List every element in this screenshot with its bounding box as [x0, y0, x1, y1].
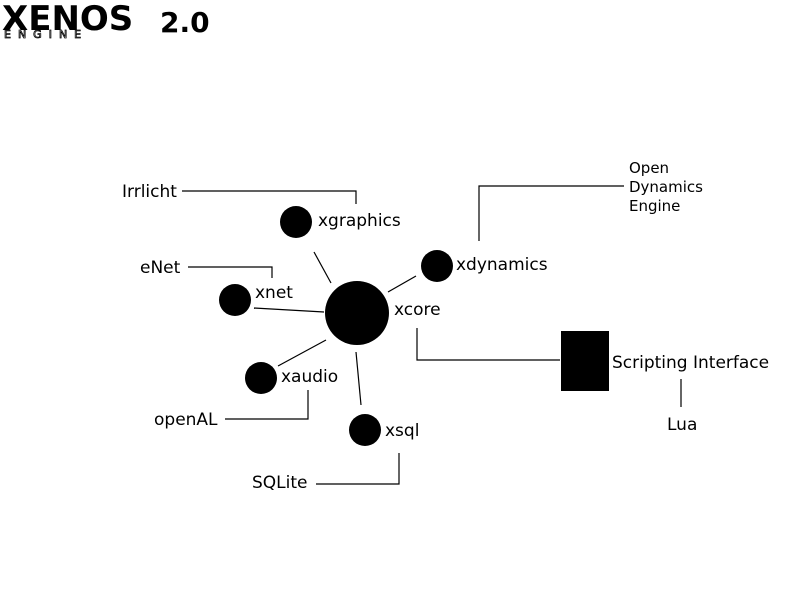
edge-core-xsql	[355, 351, 362, 406]
edge-core-xdynamics	[387, 275, 417, 293]
core-label: xcore	[394, 300, 441, 320]
edge-xnet-enet	[188, 266, 273, 278]
ode-label-line-1: Open	[629, 159, 669, 177]
logo-name: XENOS	[2, 0, 133, 39]
irrlicht-label: Irrlicht	[122, 182, 177, 202]
edge-xaudio-openal	[225, 390, 309, 420]
xdynamics-node	[421, 250, 453, 282]
ode-label-line-2: Dynamics	[629, 178, 703, 196]
scripting-label: Scripting Interface	[612, 353, 769, 373]
xgraphics-label: xgraphics	[318, 211, 401, 231]
xaudio-label: xaudio	[281, 367, 338, 387]
edge-core-xnet	[253, 307, 325, 313]
edge-xdynamics-ode	[478, 185, 624, 241]
sqlite-label: SQLite	[252, 473, 308, 493]
lua-label: Lua	[667, 415, 697, 435]
logo-version: 2.0	[160, 6, 210, 39]
enet-label: eNet	[140, 258, 181, 278]
edge-xgraphics-irrlicht	[182, 190, 357, 204]
edge-core-scripting	[416, 328, 560, 361]
xdynamics-label: xdynamics	[456, 255, 548, 275]
scripting-node	[561, 331, 609, 391]
edge-core-xgraphics	[313, 251, 332, 284]
logo: XENOS ENGINE 2.0	[2, 0, 210, 41]
logo-subtitle: ENGINE	[4, 28, 88, 41]
xsql-label: xsql	[385, 421, 419, 441]
core-node	[325, 281, 389, 345]
ode-label-line-3: Engine	[629, 197, 680, 215]
edge-xsql-sqlite	[316, 453, 400, 485]
xsql-node	[349, 414, 381, 446]
xnet-node	[219, 284, 251, 316]
xaudio-node	[245, 362, 277, 394]
openal-label: openAL	[154, 410, 218, 430]
edge-core-xaudio	[277, 339, 327, 367]
xgraphics-node	[280, 206, 312, 238]
xnet-label: xnet	[255, 283, 293, 303]
